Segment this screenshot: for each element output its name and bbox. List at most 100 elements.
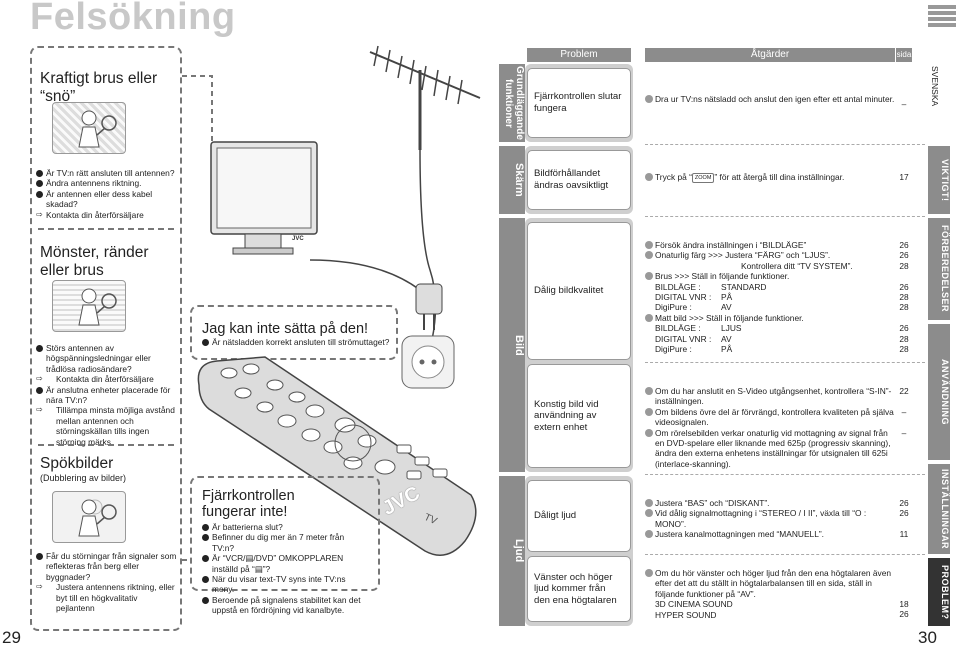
action-item: Tryck på “ZOOM” för att återgå till dina… xyxy=(645,172,895,183)
tab-usage[interactable]: ANVÄNDNING xyxy=(928,324,950,460)
remote-issue-title-2: fungerar inte! xyxy=(202,504,288,520)
problem-cell: Konstig bild vid användning av extern en… xyxy=(527,364,631,468)
page-number-right: 30 xyxy=(918,628,937,647)
language-label: SVENSKA xyxy=(930,66,940,107)
problem-text: Bildförhållandet ändras oavsiktligt xyxy=(534,168,609,191)
section-1-list: Är TV:n rätt ansluten till antennen? Änd… xyxy=(36,168,178,220)
problem-text: Konstig bild vid användning av extern en… xyxy=(534,398,599,433)
header-action: Åtgärder xyxy=(645,48,895,62)
page-ref: 26 xyxy=(899,609,909,619)
page-ref: 22 xyxy=(899,386,909,396)
page-ref: 11 xyxy=(899,529,909,539)
page-ref: – xyxy=(901,407,907,417)
remote-control-illustration xyxy=(197,356,477,556)
setting-value: PÅ xyxy=(721,344,733,355)
power-plug-illustration xyxy=(310,259,443,330)
row-divider xyxy=(645,144,925,145)
tennis-player-icon xyxy=(78,499,117,537)
list-arrow-item: Kontakta din återförsäljare xyxy=(36,210,178,221)
list-arrow-item: Kontakta din återförsäljare xyxy=(36,374,178,385)
action-subline: Kontrollera ditt “TV SYSTEM”. xyxy=(741,260,853,271)
action-item: Om du hör vänster och höger ljud från de… xyxy=(645,568,895,599)
action-row-5: Justera “BAS” och “DISKANT”. Vid dålig s… xyxy=(645,498,895,540)
stripes-picture-illustration xyxy=(52,280,126,332)
page-ref: 26 xyxy=(899,281,909,292)
list-item: Är antennen eller dess kabel skadad? xyxy=(36,189,178,210)
page-ref: 17 xyxy=(899,172,909,182)
setting-value: AV xyxy=(721,302,732,313)
setting-name: DigiPure : xyxy=(655,302,692,313)
page-refs-row-3: 26 26 28 26 28 28 26 28 28 xyxy=(896,240,912,354)
list-item: Är batterierna slut? xyxy=(202,522,367,532)
row-divider xyxy=(645,362,925,363)
page-number-left: 29 xyxy=(2,628,21,647)
category-basic: Grundläggande funktioner xyxy=(499,64,525,142)
page-ref: 26 xyxy=(899,250,909,261)
action-text: Tryck på “ xyxy=(655,172,692,182)
action-item: Om rörelsebilden verkar onaturlig vid mo… xyxy=(645,428,895,470)
section-title: Spökbilder xyxy=(40,455,114,472)
category-screen: Skärm xyxy=(499,146,525,214)
page-ref: 26 xyxy=(899,240,909,250)
remote-issue-title: Fjärrkontrollen xyxy=(202,488,295,504)
setting-value: PÅ xyxy=(721,292,733,303)
page-ref: 26 xyxy=(899,323,909,334)
list-item: Är anslutna enheter placerade för nära T… xyxy=(36,385,178,406)
power-issue-box: Jag kan inte sätta på den! Är nätsladden… xyxy=(190,305,398,360)
troubleshoot-left-column: Kraftigt brus eller “snö” Är TV:n rätt a… xyxy=(30,46,182,631)
action-text: ” för att återgå till dina inställningar… xyxy=(714,172,845,182)
problem-cell: Dåligt ljud xyxy=(527,480,631,552)
tab-settings[interactable]: INSTÄLLNINGAR xyxy=(928,464,950,554)
antenna-illustration xyxy=(369,45,481,341)
section-title-2: eller brus xyxy=(40,262,104,279)
category-sound: Ljud xyxy=(499,476,525,626)
section-ghost-images: Spökbilder (Dubblering av bilder) xyxy=(40,455,180,483)
setting-value: AV xyxy=(721,333,732,344)
problem-text: Vänster och höger ljud kommer från den e… xyxy=(534,571,617,606)
action-item: Matt bild >>> Ställ in följande funktion… xyxy=(645,313,895,323)
problem-cell: Dålig bildkvalitet xyxy=(527,222,631,360)
problem-cell: Fjärrkontrollen slutar fungera xyxy=(527,68,631,138)
row-divider xyxy=(645,474,925,475)
list-arrow-item: Tillämpa minsta möjliga avstånd mellan a… xyxy=(36,405,178,447)
page-ref: 28 xyxy=(899,292,909,303)
page-ref: 26 xyxy=(899,508,909,518)
page-ref: 18 xyxy=(899,599,909,609)
remote-issue-box: Fjärrkontrollen fungerar inte! Är batter… xyxy=(190,476,380,615)
tab-preparations[interactable]: FÖRBEREDELSER xyxy=(928,218,950,320)
tennis-player-icon xyxy=(78,110,117,148)
tennis-player-icon xyxy=(78,288,117,326)
page-ref: 28 xyxy=(899,260,909,271)
tv-illustration xyxy=(210,141,318,255)
problem-text: Dåligt ljud xyxy=(534,510,577,522)
action-row-3: Försök ändra inställningen i “BILDLÄGE” … xyxy=(645,240,895,354)
zoom-key-icon: ZOOM xyxy=(691,172,715,183)
page-ref: 28 xyxy=(899,344,909,355)
action-subline: 3D CINEMA SOUND xyxy=(655,599,733,610)
setting-name: BILDLÄGE : xyxy=(655,323,701,334)
list-item: När du visar text-TV syns inte TV:ns men… xyxy=(202,574,367,595)
list-item: Störs antennen av högspänningsledningar … xyxy=(36,343,178,374)
section-title: Kraftigt brus eller xyxy=(40,70,158,87)
action-item: Onaturlig färg >>> Justera “FÄRG” och “L… xyxy=(645,250,895,260)
action-item: Om bildens övre del är förvrängd, kontro… xyxy=(645,407,895,428)
action-row-1: Dra ur TV:ns nätsladd och anslut den ige… xyxy=(645,94,895,104)
list-item: Får du störningar från signaler som refl… xyxy=(36,551,178,582)
tv-logo: JVC xyxy=(292,236,304,242)
wall-socket-icon xyxy=(401,335,455,389)
section-title: Mönster, ränder xyxy=(40,244,149,261)
action-item: Vid dålig signalmottagning i “STEREO / I… xyxy=(645,508,895,529)
power-issue-item: Är nätsladden korrekt ansluten till strö… xyxy=(202,337,402,347)
action-subline: HYPER SOUND xyxy=(655,609,717,620)
page-ref-spacer xyxy=(896,271,912,281)
section-title-2: “snö” xyxy=(40,88,76,105)
tab-problems[interactable]: PROBLEM? xyxy=(928,558,950,626)
tab-important[interactable]: VIKTIGT! xyxy=(928,146,950,214)
brand-stripes xyxy=(928,5,956,29)
list-item: Befinner du dig mer än 7 meter från TV:n… xyxy=(202,532,367,553)
list-arrow-item: Justera antennens riktning, eller byt ti… xyxy=(36,582,178,613)
problem-cell: Vänster och höger ljud kommer från den e… xyxy=(527,556,631,622)
setting-name: DigiPure : xyxy=(655,344,692,355)
action-item: Försök ändra inställningen i “BILDLÄGE” xyxy=(645,240,895,250)
power-issue-title: Jag kan inte sätta på den! xyxy=(202,321,369,337)
